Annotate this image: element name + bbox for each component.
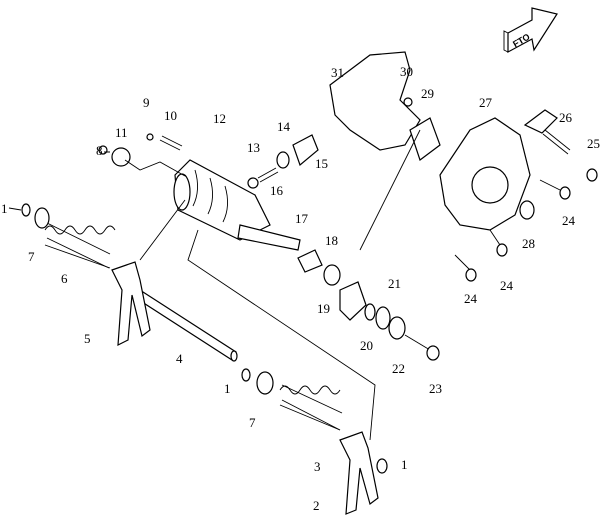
callout-label: 24 (562, 213, 576, 228)
callout-label: 22 (392, 361, 405, 376)
callout-label: 28 (522, 236, 535, 251)
callout-label: 18 (325, 233, 338, 248)
spring-right (279, 384, 343, 431)
callout-label: 1 (1, 201, 8, 216)
callout-label: 7 (249, 415, 256, 430)
fork-shaft (138, 291, 238, 362)
callout-label: 17 (295, 211, 309, 226)
shift-drum (173, 159, 301, 251)
callout-label: 8 (96, 143, 103, 158)
callout-label: 3 (314, 459, 321, 474)
callout-label: 4 (176, 351, 183, 366)
cover-gasket (329, 51, 421, 151)
callout-label: 15 (315, 156, 328, 171)
callout-label: 10 (164, 108, 177, 123)
callout-label: 29 (421, 86, 434, 101)
callout-label: 1 (401, 457, 408, 472)
callout-label: 6 (61, 271, 68, 286)
callout-label: 7 (28, 249, 35, 264)
callout-label: 23 (429, 381, 442, 396)
callout-label: 26 (559, 110, 573, 125)
callout-label: 11 (115, 125, 128, 140)
callout-label: 25 (587, 136, 600, 151)
callout-label: 2 (313, 498, 320, 513)
callout-label: 21 (388, 276, 401, 291)
front-direction-arrow-icon: FTO (503, 7, 558, 54)
callout-label: 16 (270, 183, 284, 198)
callout-label: 24 (464, 291, 478, 306)
callout-label: 24 (500, 278, 514, 293)
callout-label: 1 (224, 381, 231, 396)
callout-label: 19 (317, 301, 330, 316)
callout-label: 9 (143, 95, 150, 110)
callout-label: 31 (331, 65, 344, 80)
spring-left (44, 221, 116, 269)
callout-label: 12 (213, 111, 226, 126)
shift-fork-right (339, 431, 379, 515)
callout-label: 20 (360, 338, 373, 353)
callout-label: 27 (479, 95, 493, 110)
callout-label: 14 (277, 119, 291, 134)
callout-label: 30 (400, 64, 413, 79)
callout-label: 13 (247, 140, 260, 155)
shift-fork-left (111, 261, 151, 347)
callout-label: 5 (84, 331, 91, 346)
